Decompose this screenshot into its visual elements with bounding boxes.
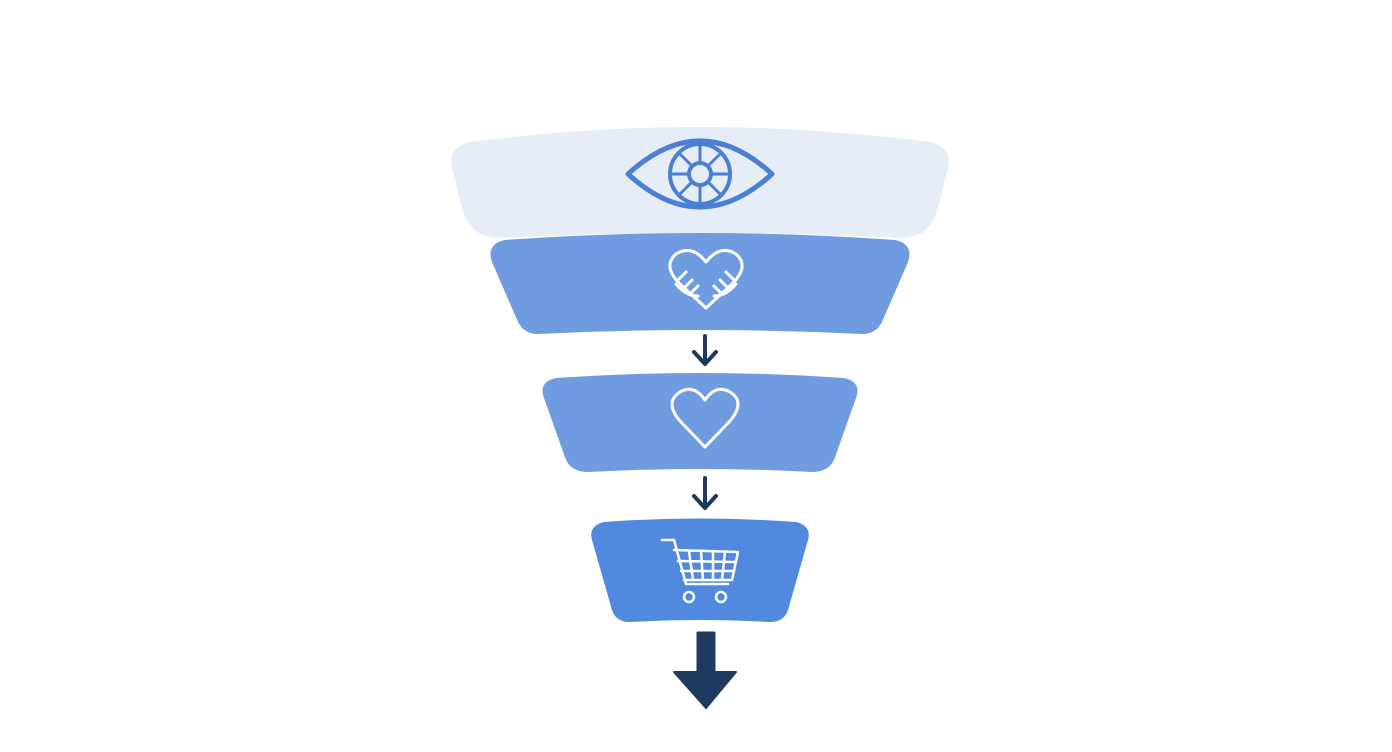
funnel-stage-3 [542,373,858,472]
funnel-band-2 [490,233,910,334]
heart-icon [670,387,740,449]
funnel-stage-2 [490,233,910,334]
flow-arrow-output [673,631,737,709]
funnel-band-3 [542,373,858,472]
funnel-stage-4 [591,518,809,622]
funnel-band-1 [451,127,949,238]
funnel-stage-1 [451,127,949,238]
flow-arrow-1 [692,334,718,366]
shopping-cart-icon [660,538,740,604]
eye-icon [625,138,775,210]
flow-arrow-2 [692,476,718,510]
handshake-heart-icon [668,248,744,310]
